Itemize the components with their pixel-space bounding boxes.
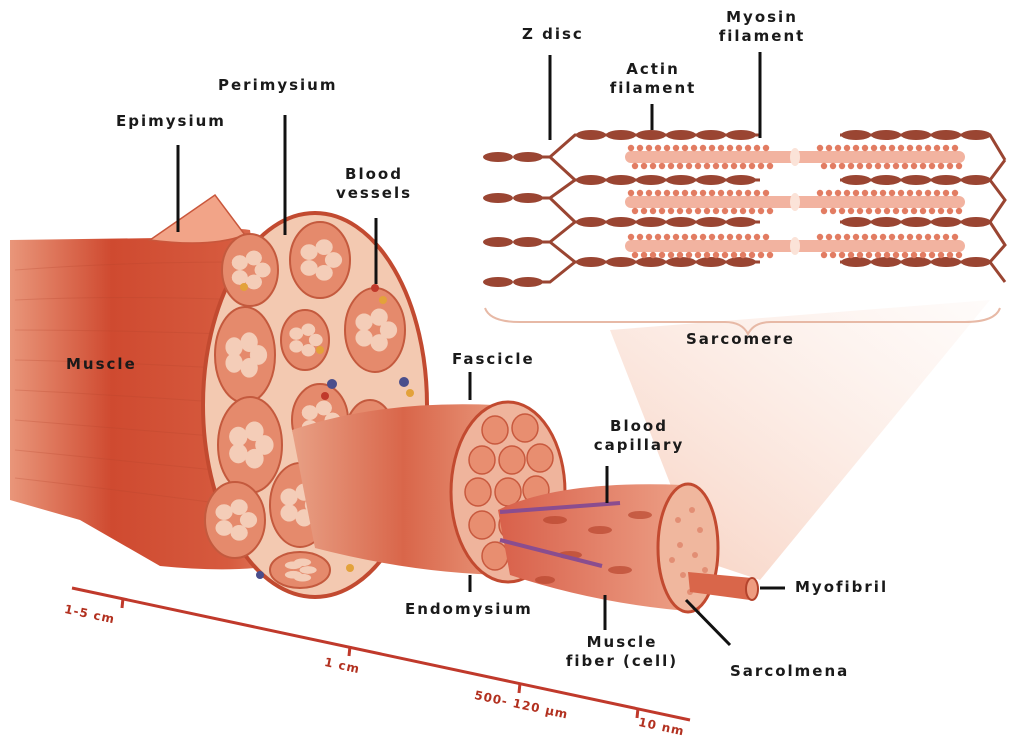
actin-segment [961,175,991,185]
actin-segment [483,193,513,203]
sarcomere-inset [483,130,1005,334]
actin-segment [726,217,756,227]
fascicle-bundle [345,288,405,372]
muscle-fiber-section [499,446,525,474]
fascicle-bundle [222,234,278,306]
fascicle-bundle [205,482,265,558]
fascicle-bundle [290,222,350,298]
actin-segment [606,257,636,267]
actin-segment [576,217,606,227]
actin-segment [636,130,666,140]
actin-segment [931,217,961,227]
muscle-fiber-section [527,444,553,472]
muscle-fiber-section [469,511,495,539]
label-endomysium: Endomysium [405,600,533,619]
actin-segment [666,257,696,267]
actin-segment [606,175,636,185]
actin-segment [931,130,961,140]
actin-segment [901,217,931,227]
actin-segment [576,130,606,140]
label-muscle: Muscle [66,355,137,374]
label-sarcolmena: Sarcolmena [730,662,849,681]
actin-segment [961,130,991,140]
muscle-fiber-section [512,414,538,442]
actin-segment [931,175,961,185]
actin-segment [483,237,513,247]
label-fascicle: Fascicle [452,350,535,369]
actin-segment [666,217,696,227]
actin-segment [696,257,726,267]
actin-segment [666,175,696,185]
actin-segment [961,217,991,227]
actin-segment [636,217,666,227]
actin-segment [901,130,931,140]
actin-segment [606,217,636,227]
epimysium-flap [150,195,245,243]
actin-segment [871,175,901,185]
actin-segment [726,130,756,140]
actin-segment [696,130,726,140]
actin-segment [666,130,696,140]
actin-segment [636,257,666,267]
myosin-filament [625,234,965,258]
myosin-filament [625,190,965,214]
muscle-fiber-section [482,416,508,444]
label-z-disc: Z disc [522,25,584,44]
actin-segment [726,175,756,185]
actin-segment [513,193,543,203]
muscle-fiber-section [465,478,491,506]
actin-segment [513,152,543,162]
actin-segment [636,175,666,185]
label-sarcomere: Sarcomere [686,330,795,349]
actin-segment [871,217,901,227]
actin-segment [696,217,726,227]
actin-segment [483,277,513,287]
actin-segment [726,257,756,267]
actin-segment [606,130,636,140]
myosin-filaments [625,145,965,258]
actin-segment [513,277,543,287]
label-epimysium: Epimysium [116,112,226,131]
muscle-fiber-section [482,542,508,570]
label-perimysium: Perimysium [218,76,338,95]
actin-segment [513,237,543,247]
actin-segment [696,175,726,185]
actin-segment [576,175,606,185]
actin-segment [961,257,991,267]
fascicle-bundle [281,310,329,370]
myosin-filament [625,145,965,169]
actin-segment [871,257,901,267]
fascicle-bundle [215,307,275,403]
actin-segment [841,257,871,267]
actin-segment [841,175,871,185]
muscle-fiber-section [469,446,495,474]
actin-segment [871,130,901,140]
actin-segment [841,130,871,140]
actin-segment [901,257,931,267]
actin-segment [931,257,961,267]
actin-segment [901,175,931,185]
fascicle-bundle [270,552,330,588]
actin-segment [576,257,606,267]
fascicle-bundle [218,397,282,493]
muscle-fiber [498,484,718,612]
actin-segment [483,152,513,162]
actin-segment [841,217,871,227]
label-myofibril: Myofibril [795,578,888,597]
muscle-fiber-section [495,478,521,506]
